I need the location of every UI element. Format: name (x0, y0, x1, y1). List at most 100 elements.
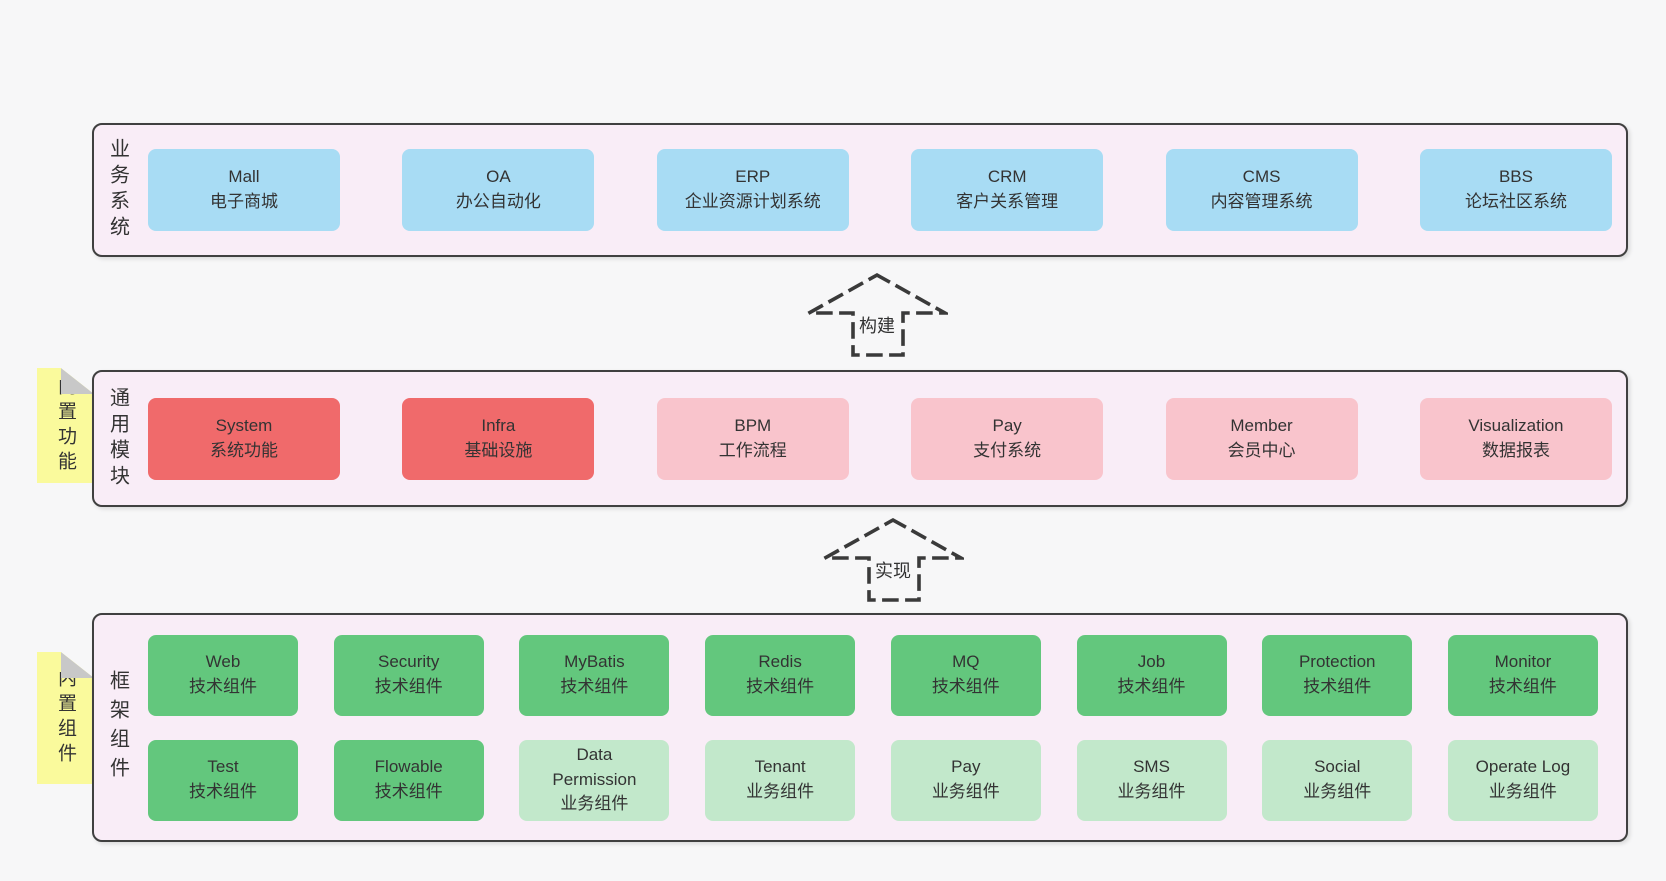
box-subtitle: 系统功能 (210, 440, 278, 460)
box-subtitle: 技术组件 (189, 677, 257, 696)
box-title: Tenant (754, 757, 806, 777)
box-subtitle: 企业资源计划系统 (684, 192, 821, 211)
box-title: Operate Log (1475, 757, 1571, 777)
box-title: Test (207, 757, 239, 777)
box-pay-system: Pay 支付系统 (911, 397, 1104, 480)
layer-side-label: 通用模块 (94, 372, 142, 505)
business-boxes-row: Mall 电子商城 OA 办公自动化 ERP 企业资源计划系统 CRM 客户关系… (142, 125, 1626, 255)
box-subtitle: 技术组件 (374, 677, 443, 696)
box-social: Social 业务组件 (1262, 739, 1413, 821)
box-operate-log: Operate Log 业务组件 (1447, 739, 1598, 821)
box-title: Monitor (1494, 652, 1552, 672)
box-oa: OA 办公自动化 (402, 149, 595, 231)
tag-label: 内置功能 (55, 375, 76, 476)
box-title: Pay (992, 415, 1022, 435)
box-subtitle: 工作流程 (718, 440, 787, 460)
dashed-up-arrow-icon (806, 272, 948, 357)
box-monitor: Monitor 技术组件 (1447, 634, 1598, 716)
sticky-tag-built-in-components: 内置组件 (37, 652, 94, 784)
box-subtitle: 论坛社区系统 (1464, 192, 1567, 211)
box-title: Protection (1298, 652, 1376, 672)
implement-arrow: 实现 (822, 517, 964, 603)
layer-title: 框架组件 (106, 669, 129, 786)
box-subtitle: 技术组件 (560, 677, 629, 696)
box-bbs: BBS 论坛社区系统 (1419, 149, 1612, 231)
box-subtitle: 技术组件 (746, 677, 815, 696)
layer-title: 业务系统 (106, 138, 129, 242)
module-boxes-row: System 系统功能 Infra 基础设施 BPM 工作流程 Pay 支付系统… (142, 372, 1626, 505)
box-title: CRM (987, 167, 1027, 187)
box-security: Security 技术组件 (333, 634, 484, 716)
folded-corner-icon (61, 368, 94, 394)
box-subtitle: 业务组件 (560, 794, 629, 814)
box-tenant: Tenant 业务组件 (705, 739, 856, 821)
box-subtitle: 技术组件 (374, 782, 443, 801)
box-mq: MQ 技术组件 (890, 634, 1041, 716)
box-title: CMS (1242, 167, 1281, 187)
box-title: Social (1314, 757, 1361, 777)
box-mall: Mall 电子商城 (148, 149, 340, 231)
box-subtitle: 办公自动化 (455, 192, 541, 211)
layer-business-systems: 业务系统 Mall 电子商城 OA 办公自动化 ERP 企业资源计划系统 CRM… (92, 123, 1628, 257)
folded-corner-icon (61, 652, 94, 678)
box-title: Flowable (374, 757, 443, 777)
framework-row-1: Web 技术组件 Security 技术组件 MyBatis 技术组件 Redi… (148, 634, 1598, 716)
box-bpm: BPM 工作流程 (656, 397, 849, 480)
layer-title: 通用模块 (106, 386, 129, 491)
framework-row-2: Test 技术组件 Flowable 技术组件 Data Permission … (148, 739, 1598, 821)
box-title: Security (377, 652, 440, 672)
box-title: Redis (758, 652, 802, 672)
box-system: System 系统功能 (148, 397, 340, 480)
box-title: Web (205, 652, 241, 672)
box-test: Test 技术组件 (148, 739, 298, 821)
box-title: SMS (1133, 757, 1170, 777)
box-crm: CRM 客户关系管理 (911, 149, 1104, 231)
box-subtitle: 技术组件 (1303, 677, 1372, 696)
box-subtitle: 会员中心 (1227, 440, 1296, 460)
box-subtitle: 内容管理系统 (1210, 192, 1313, 211)
box-protection: Protection 技术组件 (1262, 634, 1413, 716)
box-title: Data Permission (552, 745, 637, 789)
box-title: MyBatis (564, 652, 625, 672)
box-data-permission: Data Permission 业务组件 (519, 739, 670, 821)
box-infra: Infra 基础设施 (402, 397, 595, 480)
box-sms: SMS 业务组件 (1076, 739, 1227, 821)
box-mybatis: MyBatis 技术组件 (519, 634, 670, 716)
box-subtitle: 电子商城 (210, 192, 278, 211)
box-subtitle: 支付系统 (973, 440, 1042, 460)
layer-side-label: 框架组件 (94, 615, 142, 840)
box-redis: Redis 技术组件 (705, 634, 856, 716)
box-web: Web 技术组件 (148, 634, 298, 716)
box-erp: ERP 企业资源计划系统 (656, 149, 849, 231)
box-title: Visualization (1468, 415, 1564, 435)
layer-framework-components: 框架组件 Web 技术组件 Security 技术组件 MyBatis 技术组件… (92, 613, 1628, 842)
box-cms: CMS 内容管理系统 (1165, 149, 1358, 231)
box-subtitle: 基础设施 (464, 440, 533, 460)
box-subtitle: 业务组件 (746, 782, 815, 801)
sticky-tag-built-in-features: 内置功能 (37, 368, 94, 483)
box-title: ERP (735, 167, 771, 187)
box-subtitle: 技术组件 (189, 782, 257, 801)
dashed-up-arrow-icon (822, 517, 964, 602)
box-title: Job (1137, 652, 1166, 672)
box-title: Member (1230, 415, 1293, 435)
box-subtitle: 业务组件 (1488, 782, 1557, 801)
box-visualization: Visualization 数据报表 (1419, 397, 1612, 480)
box-title: Infra (481, 415, 516, 435)
box-subtitle: 数据报表 (1481, 440, 1550, 460)
framework-boxes-grid: Web 技术组件 Security 技术组件 MyBatis 技术组件 Redi… (142, 615, 1626, 840)
box-subtitle: 技术组件 (1117, 677, 1186, 696)
box-subtitle: 客户关系管理 (956, 192, 1059, 211)
arrow-label: 实现 (871, 557, 915, 585)
box-pay-component: Pay 业务组件 (890, 739, 1041, 821)
box-subtitle: 业务组件 (931, 782, 1000, 801)
box-job: Job 技术组件 (1076, 634, 1227, 716)
box-subtitle: 业务组件 (1303, 782, 1372, 801)
box-title: Pay (951, 757, 981, 777)
box-title: MQ (952, 652, 980, 672)
box-subtitle: 技术组件 (931, 677, 1000, 696)
arrow-label: 构建 (855, 312, 899, 340)
box-title: OA (486, 167, 511, 187)
layer-side-label: 业务系统 (94, 125, 142, 255)
box-flowable: Flowable 技术组件 (333, 739, 484, 821)
